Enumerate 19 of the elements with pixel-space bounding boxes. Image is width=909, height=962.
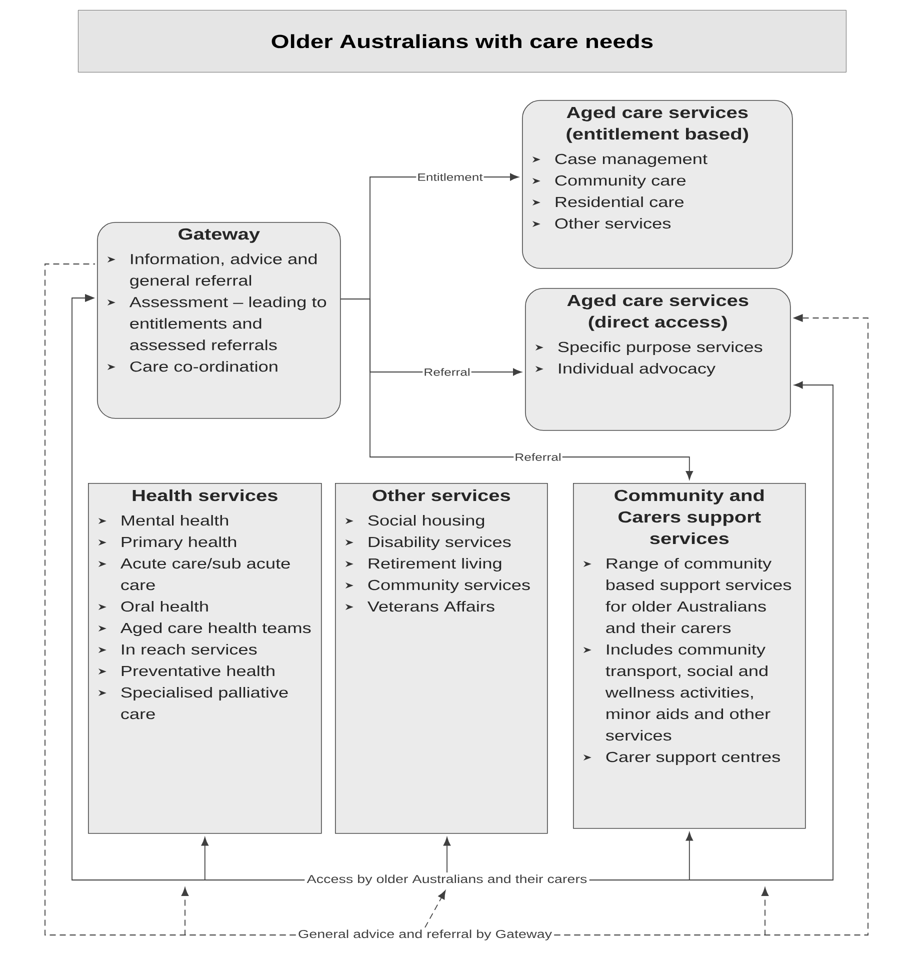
dashed-arrow	[181, 887, 296, 936]
service-box: Community and Carers support services Range of community based support services for older Australians and their carers Includes community transport, social and wellness activities, minor aids and other services Carer support centres	[573, 483, 806, 829]
edge-label: Referral	[422, 367, 472, 377]
service-box: Gateway Information, advice and general referral Assessment – leading to entitlements and assessed referrals Care co-ordination	[97, 222, 341, 419]
dashed-arrow	[424, 890, 446, 928]
arrow	[588, 381, 834, 880]
edge-label: Referral	[514, 452, 562, 462]
dashed-arrow	[554, 887, 769, 936]
edge-label: Entitlement	[416, 172, 484, 182]
service-box: Aged care services (direct access) Specific purpose services Individual advocacy	[525, 288, 791, 431]
service-box: Aged care services (entitlement based) Case management Community care Residential care Other services	[522, 100, 793, 269]
arrow	[340, 298, 694, 480]
service-box: Health services Mental health Primary health Acute care/sub acute care Oral health Aged care health teams In reach services Preventative health Specialised palliative care	[88, 483, 322, 834]
service-box: Other services Social housing Disability services Retirement living Community services Veterans Affairs	[335, 483, 548, 834]
arrow	[201, 837, 306, 880]
flow-label: General advice and referral by Gateway	[296, 928, 554, 942]
arrow	[443, 837, 451, 873]
flow-label: Access by older Australians and their carers	[304, 872, 590, 888]
title-box: Older Australians with care needs	[78, 10, 846, 72]
